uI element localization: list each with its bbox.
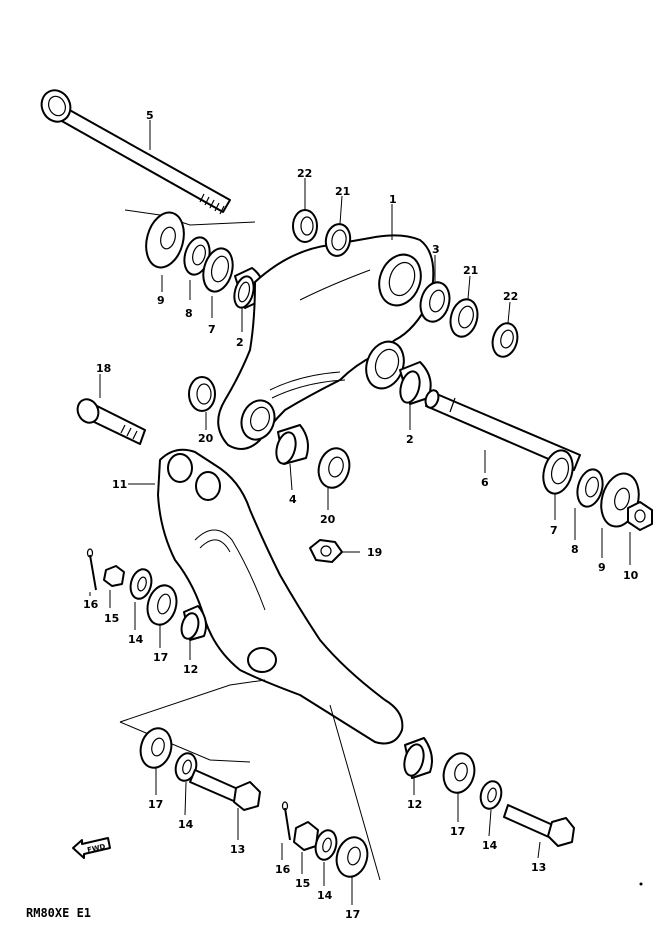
cushion-lever-1 — [217, 234, 435, 450]
washer-7-left — [202, 247, 234, 293]
callout-5: 5 — [146, 109, 154, 122]
callout-14-lower-left: 14 — [178, 818, 194, 831]
bolt-18 — [76, 398, 146, 445]
lower-guide-line-a — [119, 679, 266, 723]
nut-10 — [627, 501, 653, 531]
callout-16-bottom: 16 — [275, 863, 291, 876]
fwd-label: FWD — [87, 843, 107, 855]
speck — [639, 882, 643, 886]
callout-13-left: 13 — [230, 843, 245, 856]
callout-18: 18 — [96, 362, 111, 375]
cap-22-top — [292, 209, 318, 243]
bolt-13-right — [503, 804, 575, 847]
castle-nut-15-left — [103, 565, 125, 587]
dust-seal-8-right — [576, 468, 604, 508]
callout-14-right: 14 — [482, 839, 498, 852]
ring-21-right — [449, 298, 479, 338]
callout-22-top: 22 — [297, 167, 312, 180]
callout-12-right: 12 — [407, 798, 422, 811]
cap-20-center — [317, 447, 351, 489]
pivot-shaft-6 — [424, 389, 581, 471]
washer-14-left — [129, 568, 153, 600]
callout-15-left: 15 — [104, 612, 119, 625]
callout-2-left: 2 — [236, 336, 244, 349]
callout-10: 10 — [623, 569, 639, 582]
callout-9-left: 9 — [157, 294, 165, 307]
callout-17-right: 17 — [450, 825, 465, 838]
washer-14-bottom — [314, 829, 338, 861]
callout-4: 4 — [289, 493, 297, 506]
spacer-3 — [419, 281, 451, 323]
callout-19: 19 — [367, 546, 382, 559]
callout-2-right: 2 — [406, 433, 414, 446]
nut-19 — [309, 539, 343, 563]
cotter-pin-16-left — [86, 548, 97, 591]
callout-6: 6 — [481, 476, 489, 489]
callout-8-left: 8 — [185, 307, 193, 320]
callout-17-lower-left: 17 — [148, 798, 163, 811]
callout-7-left: 7 — [208, 323, 216, 336]
callout-21-right: 21 — [463, 264, 478, 277]
callout-3: 3 — [432, 243, 440, 256]
callout-14-bottom: 14 — [317, 889, 333, 902]
callout-14-left: 14 — [128, 633, 144, 646]
bolt-13-left — [189, 769, 261, 811]
castle-nut-15-bottom — [293, 821, 319, 851]
callout-11: 11 — [112, 478, 127, 491]
axis-guide-line — [124, 209, 256, 226]
cap-20-left — [188, 376, 216, 412]
lower-guide-line-c — [329, 704, 381, 881]
callout-13-right: 13 — [531, 861, 546, 874]
callout-16-left: 16 — [83, 598, 99, 611]
bearing-12-right — [403, 737, 433, 779]
drawing-code: RM80XE E1 — [26, 906, 91, 920]
bushing-17-lower-left — [139, 727, 173, 769]
bushing-17-right — [442, 752, 476, 794]
callout-17-left: 17 — [153, 651, 168, 664]
cotter-pin-16-bottom — [281, 801, 291, 841]
cushion-rod-11 — [157, 448, 404, 745]
callout-7-right: 7 — [550, 524, 558, 537]
callout-22-right: 22 — [503, 290, 518, 303]
forward-arrow-icon: FWD — [72, 837, 111, 859]
callout-15-bottom: 15 — [295, 877, 310, 890]
bearing-12-left — [180, 605, 207, 641]
washer-7-right — [542, 449, 574, 495]
callout-20-left: 20 — [198, 432, 214, 445]
washer-9-left — [145, 211, 185, 269]
callout-20-center: 20 — [320, 513, 336, 526]
ring-21-top — [324, 223, 352, 257]
callout-12-left: 12 — [183, 663, 198, 676]
callout-1: 1 — [389, 193, 397, 206]
cap-22-right — [491, 322, 519, 358]
callout-21-top: 21 — [335, 185, 350, 198]
bushing-17-left — [146, 584, 178, 626]
through-bolt-5 — [40, 89, 231, 215]
callout-labels: 5 22 21 1 3 21 22 9 8 7 2 18 20 2 6 4 20… — [83, 109, 639, 921]
spacer-4 — [275, 424, 309, 465]
washer-14-right — [479, 780, 503, 810]
callout-8-right: 8 — [571, 543, 579, 556]
callout-9-right: 9 — [598, 561, 606, 574]
bushing-17-bottom — [335, 836, 369, 878]
leader-lines — [89, 120, 631, 905]
callout-17-bottom: 17 — [345, 908, 360, 921]
